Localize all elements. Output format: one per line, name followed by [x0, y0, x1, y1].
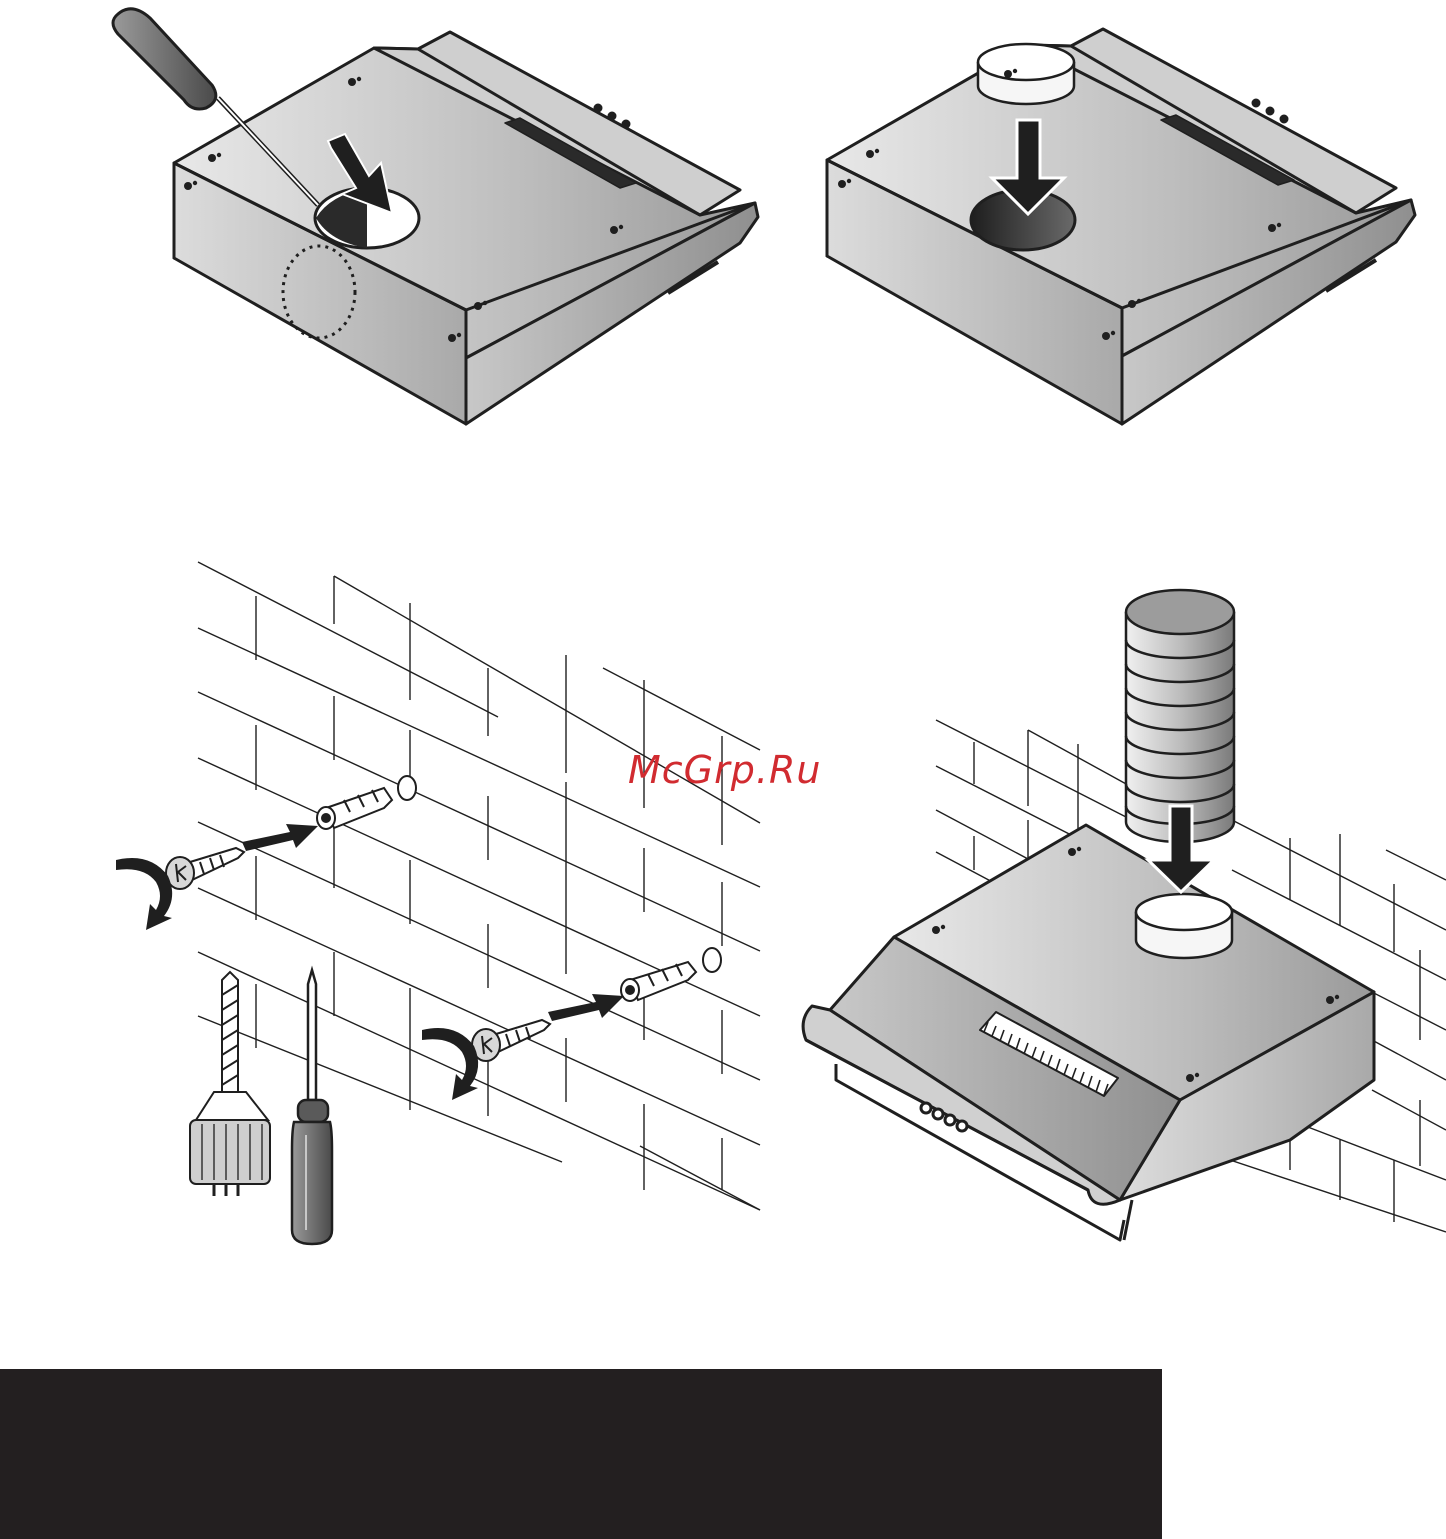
wall-hole-icon: [703, 948, 721, 972]
push-arrow-icon: [242, 824, 318, 851]
rotate-arrow-icon: [116, 858, 172, 930]
flexible-duct-icon: [1126, 590, 1234, 842]
wall-plug-icon: [317, 788, 392, 829]
rotate-arrow-icon: [422, 1028, 478, 1100]
drill-bit-icon: [190, 972, 270, 1196]
panel-step-4: [803, 590, 1446, 1240]
screw-icon: [472, 1020, 550, 1061]
range-hood-icon: [174, 32, 758, 424]
brick-wall-icon: [198, 562, 760, 1210]
wall-plug-icon: [621, 962, 696, 1001]
range-hood-icon: [803, 825, 1374, 1240]
panel-step-1: [113, 9, 758, 424]
screw-icon: [166, 848, 244, 889]
watermark-text: McGrp.Ru: [628, 748, 821, 792]
panel-step-3: [116, 562, 760, 1244]
footer-bar: [0, 1369, 1162, 1539]
push-arrow-icon: [548, 994, 624, 1021]
duct-collar-icon: [978, 44, 1074, 104]
range-hood-icon: [827, 29, 1415, 424]
wall-hole-icon: [398, 776, 416, 800]
panel-step-2: [827, 29, 1415, 424]
